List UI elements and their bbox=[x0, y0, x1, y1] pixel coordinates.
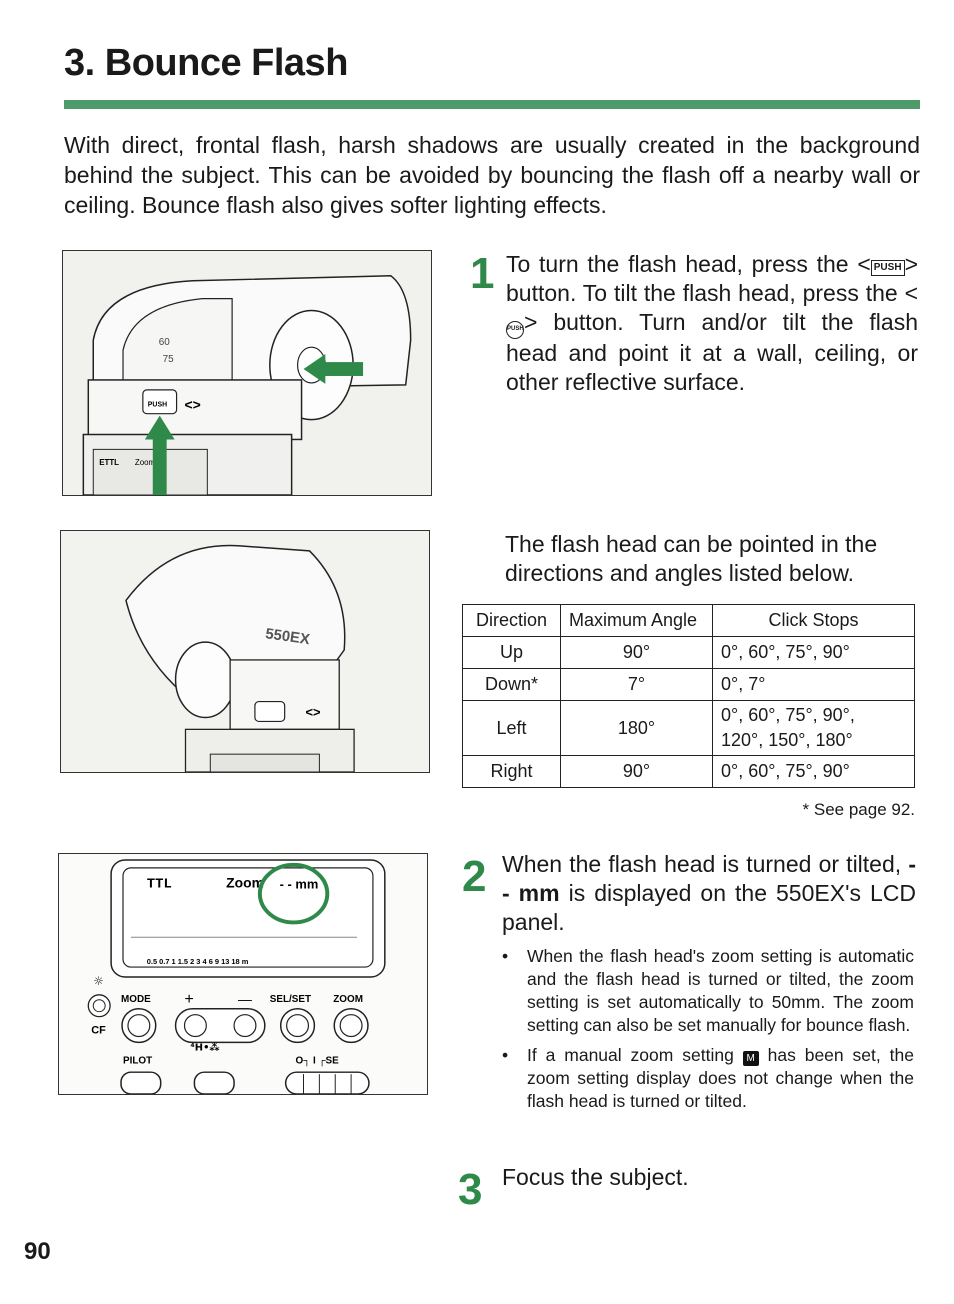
table-row: Left 180° 0°, 60°, 75°, 90°, 120°, 150°, … bbox=[462, 700, 915, 756]
note-item: When the flash head's zoom setting is au… bbox=[500, 945, 914, 1037]
svg-text:☼: ☼ bbox=[93, 974, 104, 988]
lcd-panel-drawing: TTL Zoom - - mm 0.5 0.7 1 1.5 2 3 4 6 9 … bbox=[59, 854, 427, 1094]
table-header-row: Direction Maximum Angle Click Stops bbox=[462, 604, 915, 637]
head-scale-75: 75 bbox=[163, 354, 175, 365]
step-1-number: 1 bbox=[470, 249, 495, 298]
step-2-instructions: When the flash head is turned or tilted,… bbox=[502, 850, 916, 937]
power-switch-label: O┐ I ┌SE bbox=[296, 1055, 340, 1066]
push-button-graphic-2 bbox=[254, 700, 286, 723]
flash-head-tilt-illustration: 550EX <> bbox=[60, 530, 430, 773]
sync-mode-label: ⁴H•⁂ bbox=[190, 1041, 219, 1053]
step-2-text-b: is displayed on the 550EX's LCD panel. bbox=[502, 880, 916, 935]
push-button-icon: PUSH bbox=[870, 260, 905, 276]
lcd-mm-readout: - - mm bbox=[280, 877, 319, 892]
header-direction: Direction bbox=[462, 604, 561, 637]
click-stops-line-1: 0°, 7° bbox=[721, 674, 766, 694]
click-stops-line-1: 0°, 60°, 75°, 90° bbox=[721, 761, 850, 781]
page-title: 3. Bounce Flash bbox=[64, 42, 348, 84]
mm-highlight-circle bbox=[257, 862, 330, 925]
click-stops-cell: 0°, 60°, 75°, 90° bbox=[712, 636, 915, 669]
plus-label: + bbox=[184, 991, 193, 1008]
mode-label: MODE bbox=[121, 994, 151, 1005]
sync-button[interactable] bbox=[193, 1071, 235, 1094]
click-stops-line-1: 0°, 60°, 75°, 90°, bbox=[721, 705, 855, 725]
push-up-arrow-icon bbox=[144, 415, 175, 495]
pilot-button[interactable] bbox=[120, 1071, 162, 1094]
mode-button[interactable] bbox=[121, 1007, 157, 1044]
click-stops-line-2: 120°, 150°, 180° bbox=[721, 730, 853, 750]
max-angle-cell: 180° bbox=[560, 700, 713, 756]
step-1-instructions: To turn the flash head, press the <PUSH>… bbox=[506, 250, 918, 397]
sel-set-label: SEL/SET bbox=[270, 994, 311, 1005]
push-left-arrow-icon bbox=[303, 354, 364, 384]
flash-head-tilt-drawing: 550EX <> bbox=[61, 531, 429, 772]
intro-paragraph: With direct, frontal flash, harsh shadow… bbox=[64, 132, 920, 218]
zoom-button[interactable] bbox=[333, 1007, 369, 1044]
mm-display-symbol: - - mm bbox=[502, 851, 916, 906]
table-row: Right 90° 0°, 60°, 75°, 90° bbox=[462, 755, 915, 788]
step-3-instructions: Focus the subject. bbox=[502, 1164, 689, 1190]
table-row: Down* 7° 0°, 7° bbox=[462, 668, 915, 701]
click-stops-cell: 0°, 7° bbox=[712, 668, 915, 701]
step-2-text-a: When the flash head is turned or tilted, bbox=[502, 851, 909, 877]
flash-head-turn-illustration: 60 75 PUSH <> ETTL Zoom bbox=[62, 250, 432, 496]
push-button-label: PUSH bbox=[148, 402, 167, 409]
step-1-text-c: > button. Turn and/or tilt the flash hea… bbox=[506, 309, 918, 395]
lcd-zoom-label-3: Zoom bbox=[226, 875, 264, 891]
table-row: Up 90° 0°, 60°, 75°, 90° bbox=[462, 636, 915, 669]
note-text-a: If a manual zoom setting bbox=[527, 1045, 743, 1065]
direction-cell: Up bbox=[462, 636, 561, 669]
rotate-arrows-label-2: <> bbox=[305, 704, 320, 719]
click-stops-line-1: 0°, 60°, 75°, 90° bbox=[721, 642, 850, 662]
bounce-angle-table: Direction Maximum Angle Click Stops Up 9… bbox=[462, 604, 915, 788]
step-2-number: 2 bbox=[462, 852, 487, 901]
sel-set-button[interactable] bbox=[279, 1007, 316, 1044]
lcd-panel-illustration: TTL Zoom - - mm 0.5 0.7 1 1.5 2 3 4 6 9 … bbox=[58, 853, 428, 1095]
swivel-knob-2 bbox=[174, 641, 236, 719]
tilt-push-button-icon: PUSH bbox=[506, 321, 524, 339]
lcd-zoom-label: Zoom bbox=[135, 458, 156, 467]
note-item: If a manual zoom setting M has been set,… bbox=[500, 1044, 914, 1113]
angles-intro: The flash head can be pointed in the dir… bbox=[505, 531, 878, 586]
rotate-arrows-label: <> bbox=[185, 397, 201, 413]
header-click-stops: Click Stops bbox=[712, 604, 915, 637]
lcd-ttl-label: TTL bbox=[147, 877, 172, 893]
header-max-angle: Maximum Angle bbox=[560, 604, 713, 637]
pilot-label: PILOT bbox=[123, 1055, 152, 1066]
head-scale-60: 60 bbox=[159, 337, 171, 348]
title-divider bbox=[64, 100, 920, 109]
power-switch[interactable] bbox=[284, 1071, 370, 1094]
direction-cell: Right bbox=[462, 755, 561, 788]
lcd-distance-scale: 0.5 0.7 1 1.5 2 3 4 6 9 13 18 m bbox=[147, 957, 249, 966]
direction-cell: Down* bbox=[462, 668, 561, 701]
cf-label: CF bbox=[91, 1025, 106, 1037]
step-1-text-a: To turn the flash head, press the < bbox=[506, 251, 871, 277]
max-angle-cell: 7° bbox=[560, 668, 713, 701]
table-footnote: * See page 92. bbox=[802, 800, 915, 819]
push-button-graphic bbox=[142, 389, 178, 415]
step-3-number: 3 bbox=[458, 1165, 483, 1214]
pilot-light-icon: ☼ bbox=[87, 974, 111, 1018]
lcd-ettl-label: ETTL bbox=[99, 458, 119, 467]
max-angle-cell: 90° bbox=[560, 755, 713, 788]
max-angle-cell: 90° bbox=[560, 636, 713, 669]
page-number: 90 bbox=[24, 1238, 51, 1265]
step-1-text-b: > button. To tilt the flash head, press … bbox=[506, 251, 918, 306]
click-stops-cell: 0°, 60°, 75°, 90°, 120°, 150°, 180° bbox=[712, 700, 915, 756]
model-name-label: 550EX bbox=[264, 626, 310, 648]
note-text-b: has been set, the zoom setting display d… bbox=[527, 1045, 914, 1111]
click-stops-cell: 0°, 60°, 75°, 90° bbox=[712, 755, 915, 788]
step-2-notes: When the flash head's zoom setting is au… bbox=[500, 945, 914, 1120]
manual-zoom-icon: M bbox=[742, 1051, 759, 1066]
lcd-screen bbox=[122, 867, 374, 968]
plus-minus-button[interactable] bbox=[174, 1007, 266, 1044]
direction-cell: Left bbox=[462, 700, 561, 756]
zoom-button-label: ZOOM bbox=[333, 994, 363, 1005]
minus-label: — bbox=[238, 991, 252, 1007]
flash-head-turn-drawing: 60 75 PUSH <> ETTL Zoom bbox=[63, 251, 431, 495]
